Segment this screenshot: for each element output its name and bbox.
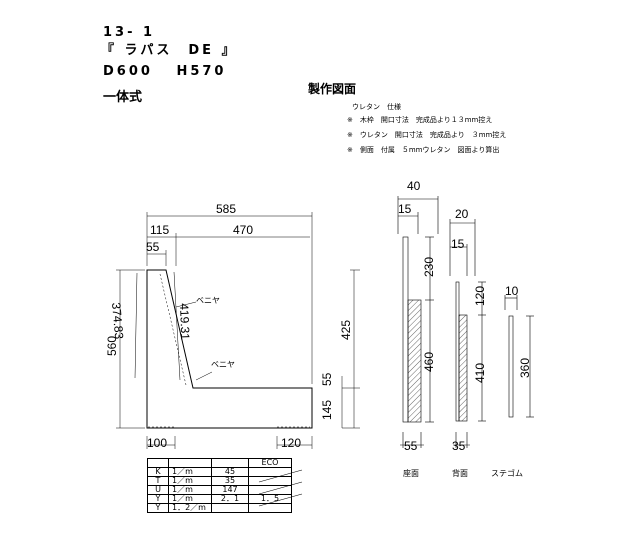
veneer-label-seat: ベニヤ: [211, 360, 235, 369]
table-cell: [248, 476, 292, 486]
table-row: Y 1．2／m: [147, 503, 292, 513]
note-2: ※ ウレタン 開口寸法 完成品より ３mm控え: [347, 131, 507, 139]
dim-back-width-sec: 35: [452, 439, 466, 453]
table-cell-eco: ECO: [248, 458, 292, 468]
table-row: Y 1／m 2．1 1．5: [147, 494, 292, 504]
dim-left-425: 425: [339, 319, 353, 340]
dim-seat-width: 55: [404, 439, 418, 453]
table-cell: 1．2／m: [168, 503, 212, 513]
dim-seat-span: 470: [233, 223, 254, 237]
product-type: 一体式: [103, 90, 143, 105]
table-cell: [248, 467, 292, 477]
dim-total-depth: 585: [216, 202, 237, 216]
dim-back-top: 115: [150, 223, 170, 237]
table-cell: Y: [147, 503, 169, 513]
dim-back-top-sec: 120: [473, 285, 487, 306]
table-cell: 2．1: [211, 494, 249, 504]
label-seat: 座面: [403, 469, 419, 478]
spec-table: ECO K 1／m 45 T 1／m 35 U 1／m 147 Y 1／m 2．…: [147, 458, 292, 513]
dim-back-width: 55: [146, 240, 160, 254]
label-back: 背面: [452, 469, 468, 478]
note-3: ※ 側面 付属 ５mmウレタン 図面より算出: [347, 146, 500, 154]
dim-seat-thick: 15: [398, 202, 412, 216]
dim-seat-total: 40: [407, 179, 421, 193]
dim-stem-height: 360: [518, 357, 532, 378]
product-size: D600 H570: [103, 64, 227, 79]
dim-back-front: 374.83: [109, 301, 127, 340]
dim-seat-top: 230: [422, 256, 436, 277]
dim-bottom-left: 100: [147, 436, 168, 450]
table-row: T 1／m 35: [147, 476, 292, 486]
table-row: K 1／m 45: [147, 467, 292, 477]
drawing-title: 製作図面: [308, 82, 357, 96]
dim-left-145: 145: [320, 399, 334, 420]
label-stem: ステゴム: [491, 469, 523, 478]
note-1: ※ 木枠 開口寸法 完成品より１３mm控え: [347, 116, 493, 124]
dim-stem-total: 10: [505, 284, 519, 298]
dim-back-thick: 15: [451, 237, 465, 251]
dim-back-rear: 419.31: [177, 302, 193, 341]
product-model: 『 ラパス DE 』: [101, 43, 238, 58]
table-cell: [211, 503, 249, 513]
table-cell: 1．5: [248, 494, 292, 504]
note-0: ウレタン 仕様: [352, 103, 401, 111]
side-profile: [146, 269, 313, 429]
product-code: 13- 1: [103, 25, 156, 40]
dim-back-total: 20: [455, 207, 469, 221]
veneer-label-back: ベニヤ: [196, 296, 220, 305]
table-cell: [248, 503, 292, 513]
table-header-row: ECO: [147, 458, 292, 468]
dim-back-lower: 410: [473, 362, 487, 383]
dim-bottom-right: 120: [281, 436, 302, 450]
dim-seat-lower: 460: [422, 351, 436, 372]
dim-left-55: 55: [320, 372, 334, 386]
